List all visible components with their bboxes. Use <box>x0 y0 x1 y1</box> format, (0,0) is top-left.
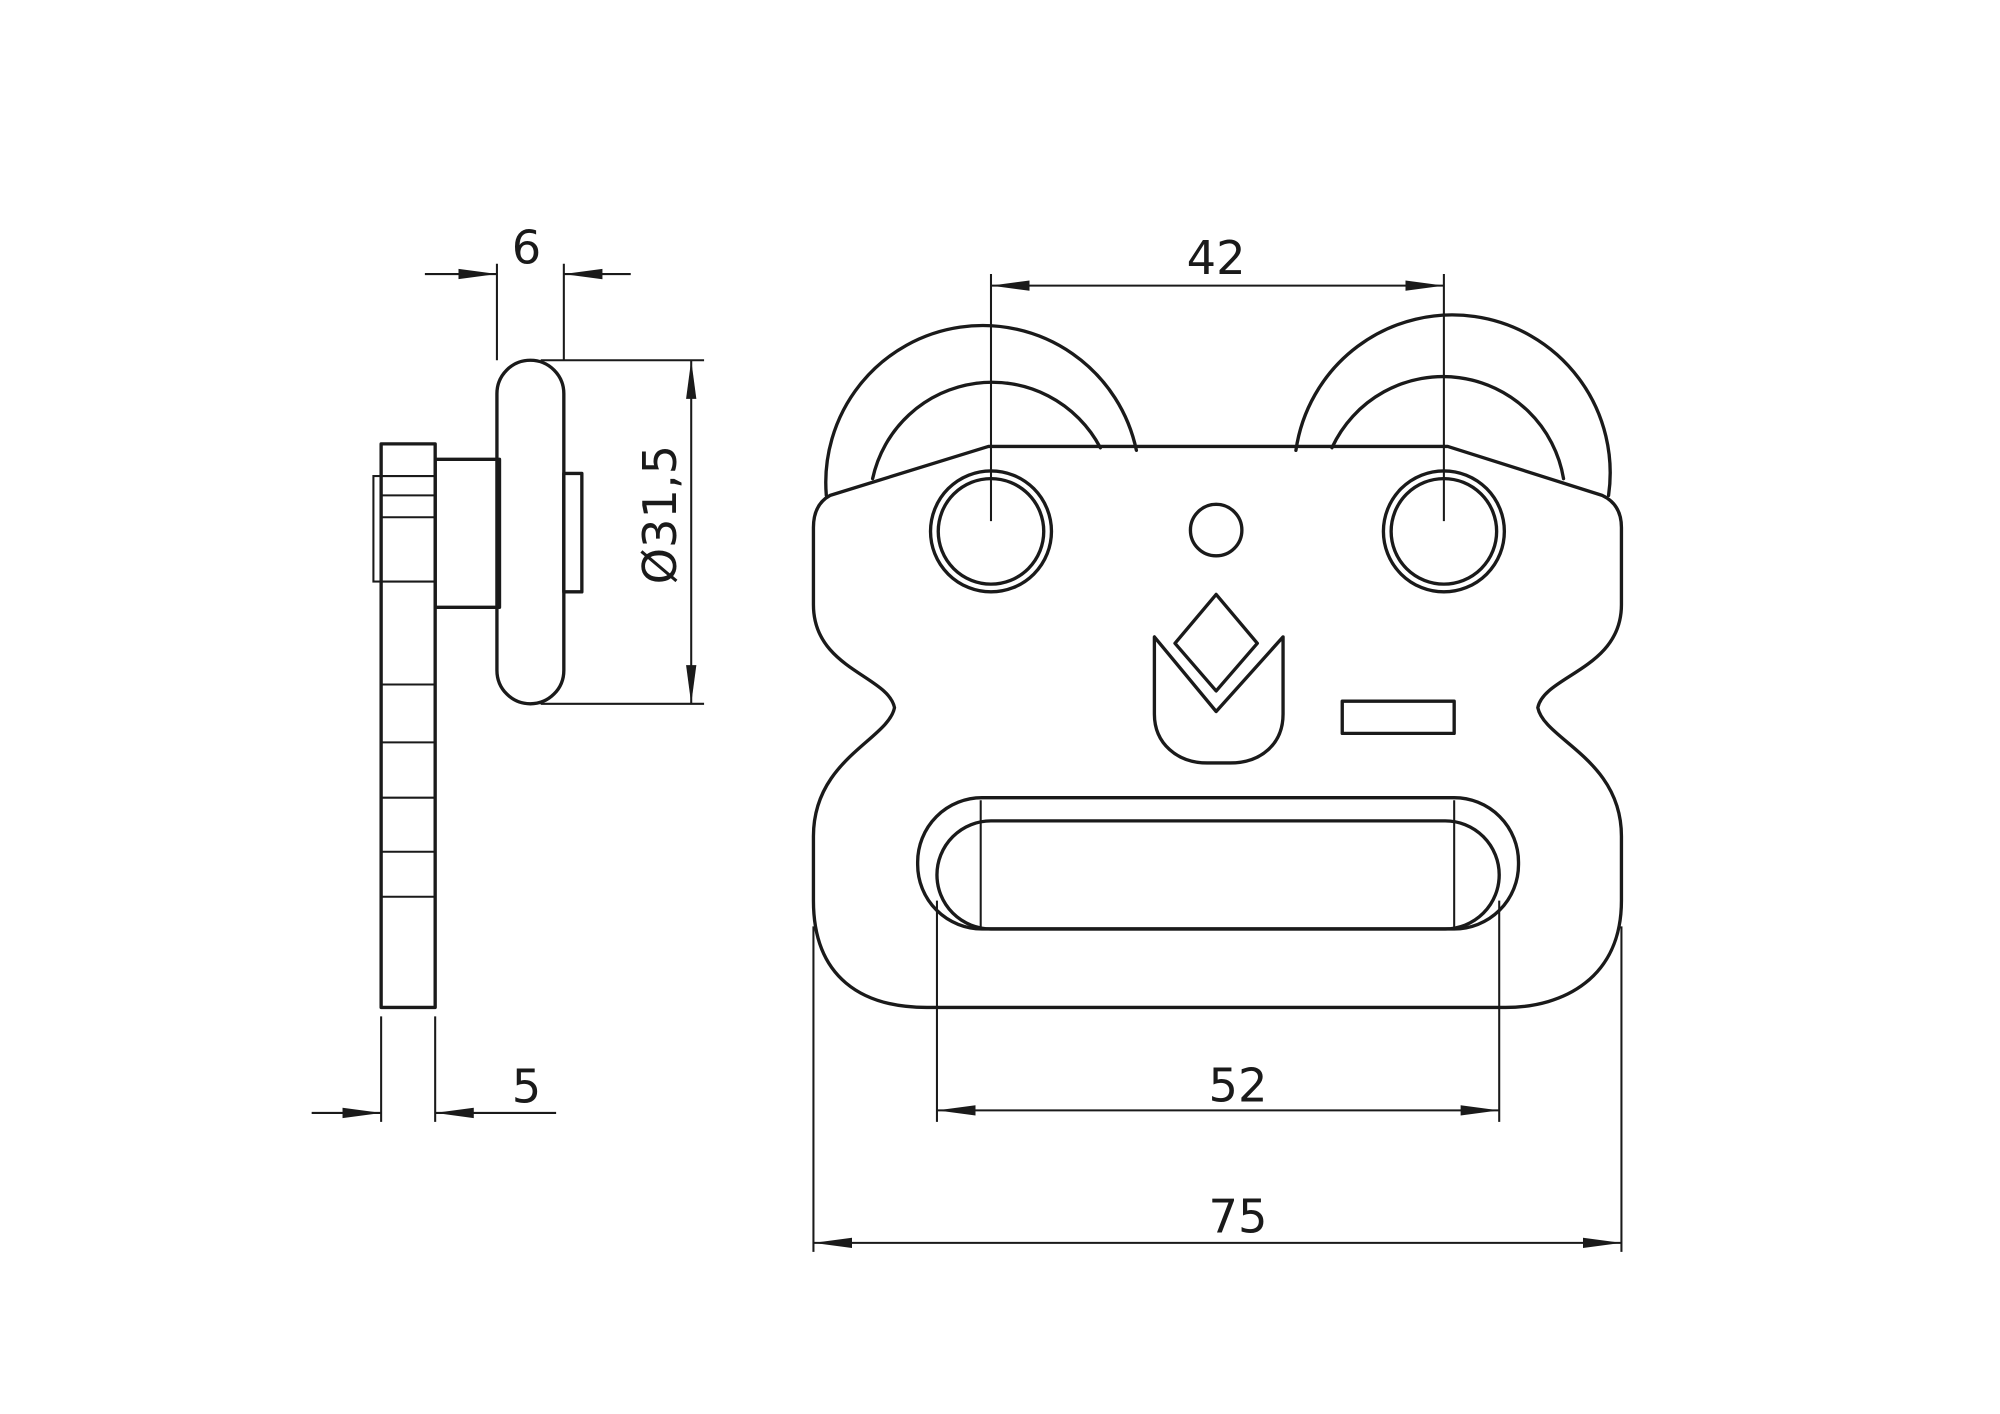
mounting-plate <box>811 444 1624 1010</box>
dimension-label-42: 42 <box>1187 231 1246 285</box>
right-wheel-outline <box>1294 313 1612 498</box>
dimension-label-6: 6 <box>512 221 541 275</box>
dimension-75: 75 <box>812 926 1623 1252</box>
dimension-label-5: 5 <box>512 1060 541 1114</box>
side-plate-segments <box>372 475 436 898</box>
side-view: 6 Ø31,5 5 <box>311 221 705 1122</box>
diamond-emboss <box>1173 592 1259 693</box>
dimension-label-diameter: Ø31,5 <box>633 445 687 585</box>
side-axle-cap <box>562 471 584 594</box>
center-hole <box>1188 502 1244 558</box>
long-slot-outer <box>915 796 1521 931</box>
dimension-52: 52 <box>935 900 1501 1122</box>
left-wheel-inner <box>870 380 1103 481</box>
dimension-label-75: 75 <box>1209 1190 1268 1244</box>
dimension-42: 42 <box>989 231 1445 522</box>
side-hub <box>433 457 502 609</box>
dimension-diameter: Ø31,5 <box>540 359 705 705</box>
dimension-label-52: 52 <box>1209 1058 1268 1112</box>
left-wheel-outline <box>824 323 1139 498</box>
dimension-6: 6 <box>424 221 631 361</box>
dimension-5: 5 <box>311 1016 557 1122</box>
side-plate <box>379 442 437 1010</box>
front-view: 42 52 75 <box>811 231 1624 1252</box>
long-slot-inner <box>935 819 1501 931</box>
right-wheel-inner <box>1330 374 1566 481</box>
logo-emboss <box>1152 635 1285 765</box>
small-slot <box>1340 699 1456 736</box>
side-wheel <box>495 358 566 706</box>
